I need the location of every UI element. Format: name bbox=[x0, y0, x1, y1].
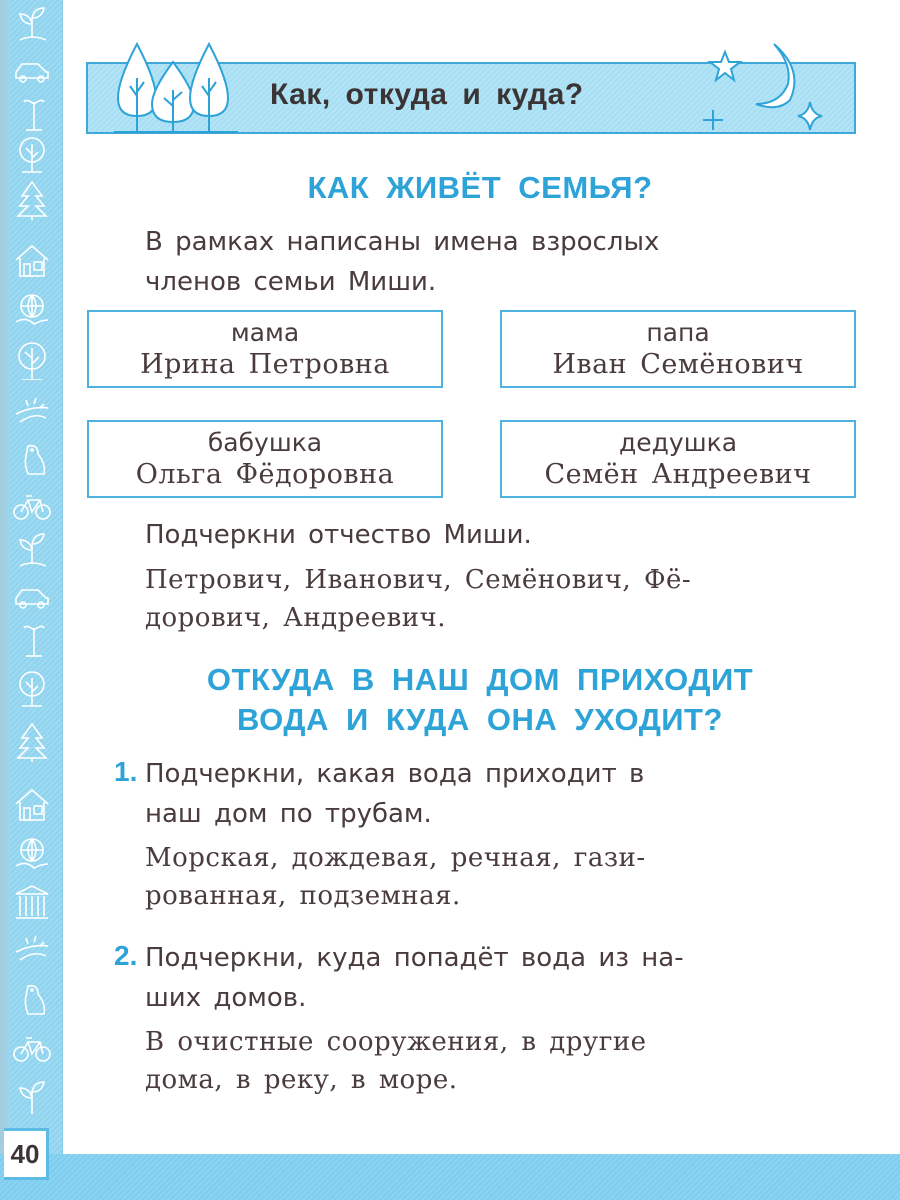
section-heading-water-line-2: ВОДА И КУДА ОНА УХОДИТ? bbox=[237, 702, 723, 737]
task-1-question-line-1: Подчеркни, какая вода приходит в bbox=[145, 759, 645, 789]
car-icon bbox=[15, 63, 49, 83]
fir-tree-icon bbox=[16, 180, 48, 220]
page-number: 40 bbox=[4, 1128, 49, 1180]
bird-icon bbox=[24, 444, 46, 475]
car-icon bbox=[15, 589, 49, 609]
section-heading-water-line-1: ОТКУДА В НАШ ДОМ ПРИХОДИТ bbox=[206, 662, 754, 697]
task-1-options-line-1: Морская, дождевая, речная, гази- bbox=[145, 843, 646, 873]
street-lamp-icon bbox=[23, 99, 45, 131]
sprout-icon bbox=[19, 7, 47, 41]
chapter-title: Как, откуда и куда? bbox=[270, 78, 584, 111]
house-icon bbox=[15, 244, 49, 277]
task-number-1: 1. bbox=[114, 756, 138, 787]
family-role: папа bbox=[646, 318, 710, 347]
family-box-grandmother: бабушка Ольга Фёдоровна bbox=[87, 420, 443, 498]
tree-icon bbox=[18, 342, 46, 380]
family-role: мама bbox=[230, 318, 300, 347]
family-name: Ирина Петровна bbox=[140, 349, 390, 380]
street-lamp-icon bbox=[23, 625, 45, 657]
globe-in-hand-icon bbox=[15, 294, 49, 325]
family-name: Ольга Фёдоровна bbox=[135, 459, 395, 490]
family-name: Иван Семёнович bbox=[552, 349, 804, 380]
family-role: дедушка bbox=[618, 428, 738, 457]
bicycle-icon bbox=[13, 1037, 51, 1062]
task-1-question-line-2: наш дом по трубам. bbox=[145, 799, 432, 829]
family-name: Семён Андреевич bbox=[544, 459, 812, 490]
task-underline-patronymic: Подчеркни отчество Миши. bbox=[145, 520, 532, 550]
globe-in-hand-icon bbox=[15, 838, 49, 869]
family-box-mother: мама Ирина Петровна bbox=[87, 310, 443, 388]
family-role: бабушка bbox=[207, 428, 323, 457]
tree-icon bbox=[19, 137, 45, 173]
sunrise-icon bbox=[15, 935, 49, 961]
patronymic-options-line-2: дорович, Андреевич. bbox=[145, 603, 447, 633]
intro-line-1: В рамках написаны имена взрослых bbox=[145, 227, 660, 257]
task-2-question-line-2: ших домов. bbox=[145, 983, 307, 1013]
intro-line-2: членов семьи Миши. bbox=[145, 267, 437, 297]
bicycle-icon bbox=[13, 495, 51, 520]
task-number-2: 2. bbox=[114, 940, 138, 971]
footer-band bbox=[0, 1154, 900, 1200]
fir-tree-icon bbox=[16, 722, 48, 762]
bird-icon bbox=[24, 984, 46, 1015]
museum-icon bbox=[15, 885, 49, 919]
family-box-father: папа Иван Семёнович bbox=[500, 310, 856, 388]
task-2-options-line-1: В очистные сооружения, в другие bbox=[145, 1027, 647, 1057]
section-heading-family: КАК ЖИВЁТ СЕМЬЯ? bbox=[307, 170, 653, 205]
task-2-options-line-2: дома, в реку, в море. bbox=[145, 1065, 458, 1095]
task-2-question-line-1: Подчеркни, куда попадёт вода из на- bbox=[145, 943, 684, 973]
house-icon bbox=[15, 788, 49, 821]
tree-icon bbox=[19, 671, 45, 707]
decorative-sidebar bbox=[0, 0, 63, 1200]
patronymic-options-line-1: Петрович, Иванович, Семёнович, Фё- bbox=[145, 565, 692, 595]
page-edge bbox=[0, 0, 10, 1200]
moon-and-stars-icon bbox=[703, 43, 823, 131]
sprout-icon bbox=[19, 1081, 45, 1114]
task-1-options-line-2: рованная, подземная. bbox=[145, 881, 461, 911]
family-box-grandfather: дедушка Семён Андреевич bbox=[500, 420, 856, 498]
trees-icon bbox=[114, 41, 238, 133]
sprout-icon bbox=[19, 533, 47, 567]
sunrise-icon bbox=[15, 397, 49, 423]
